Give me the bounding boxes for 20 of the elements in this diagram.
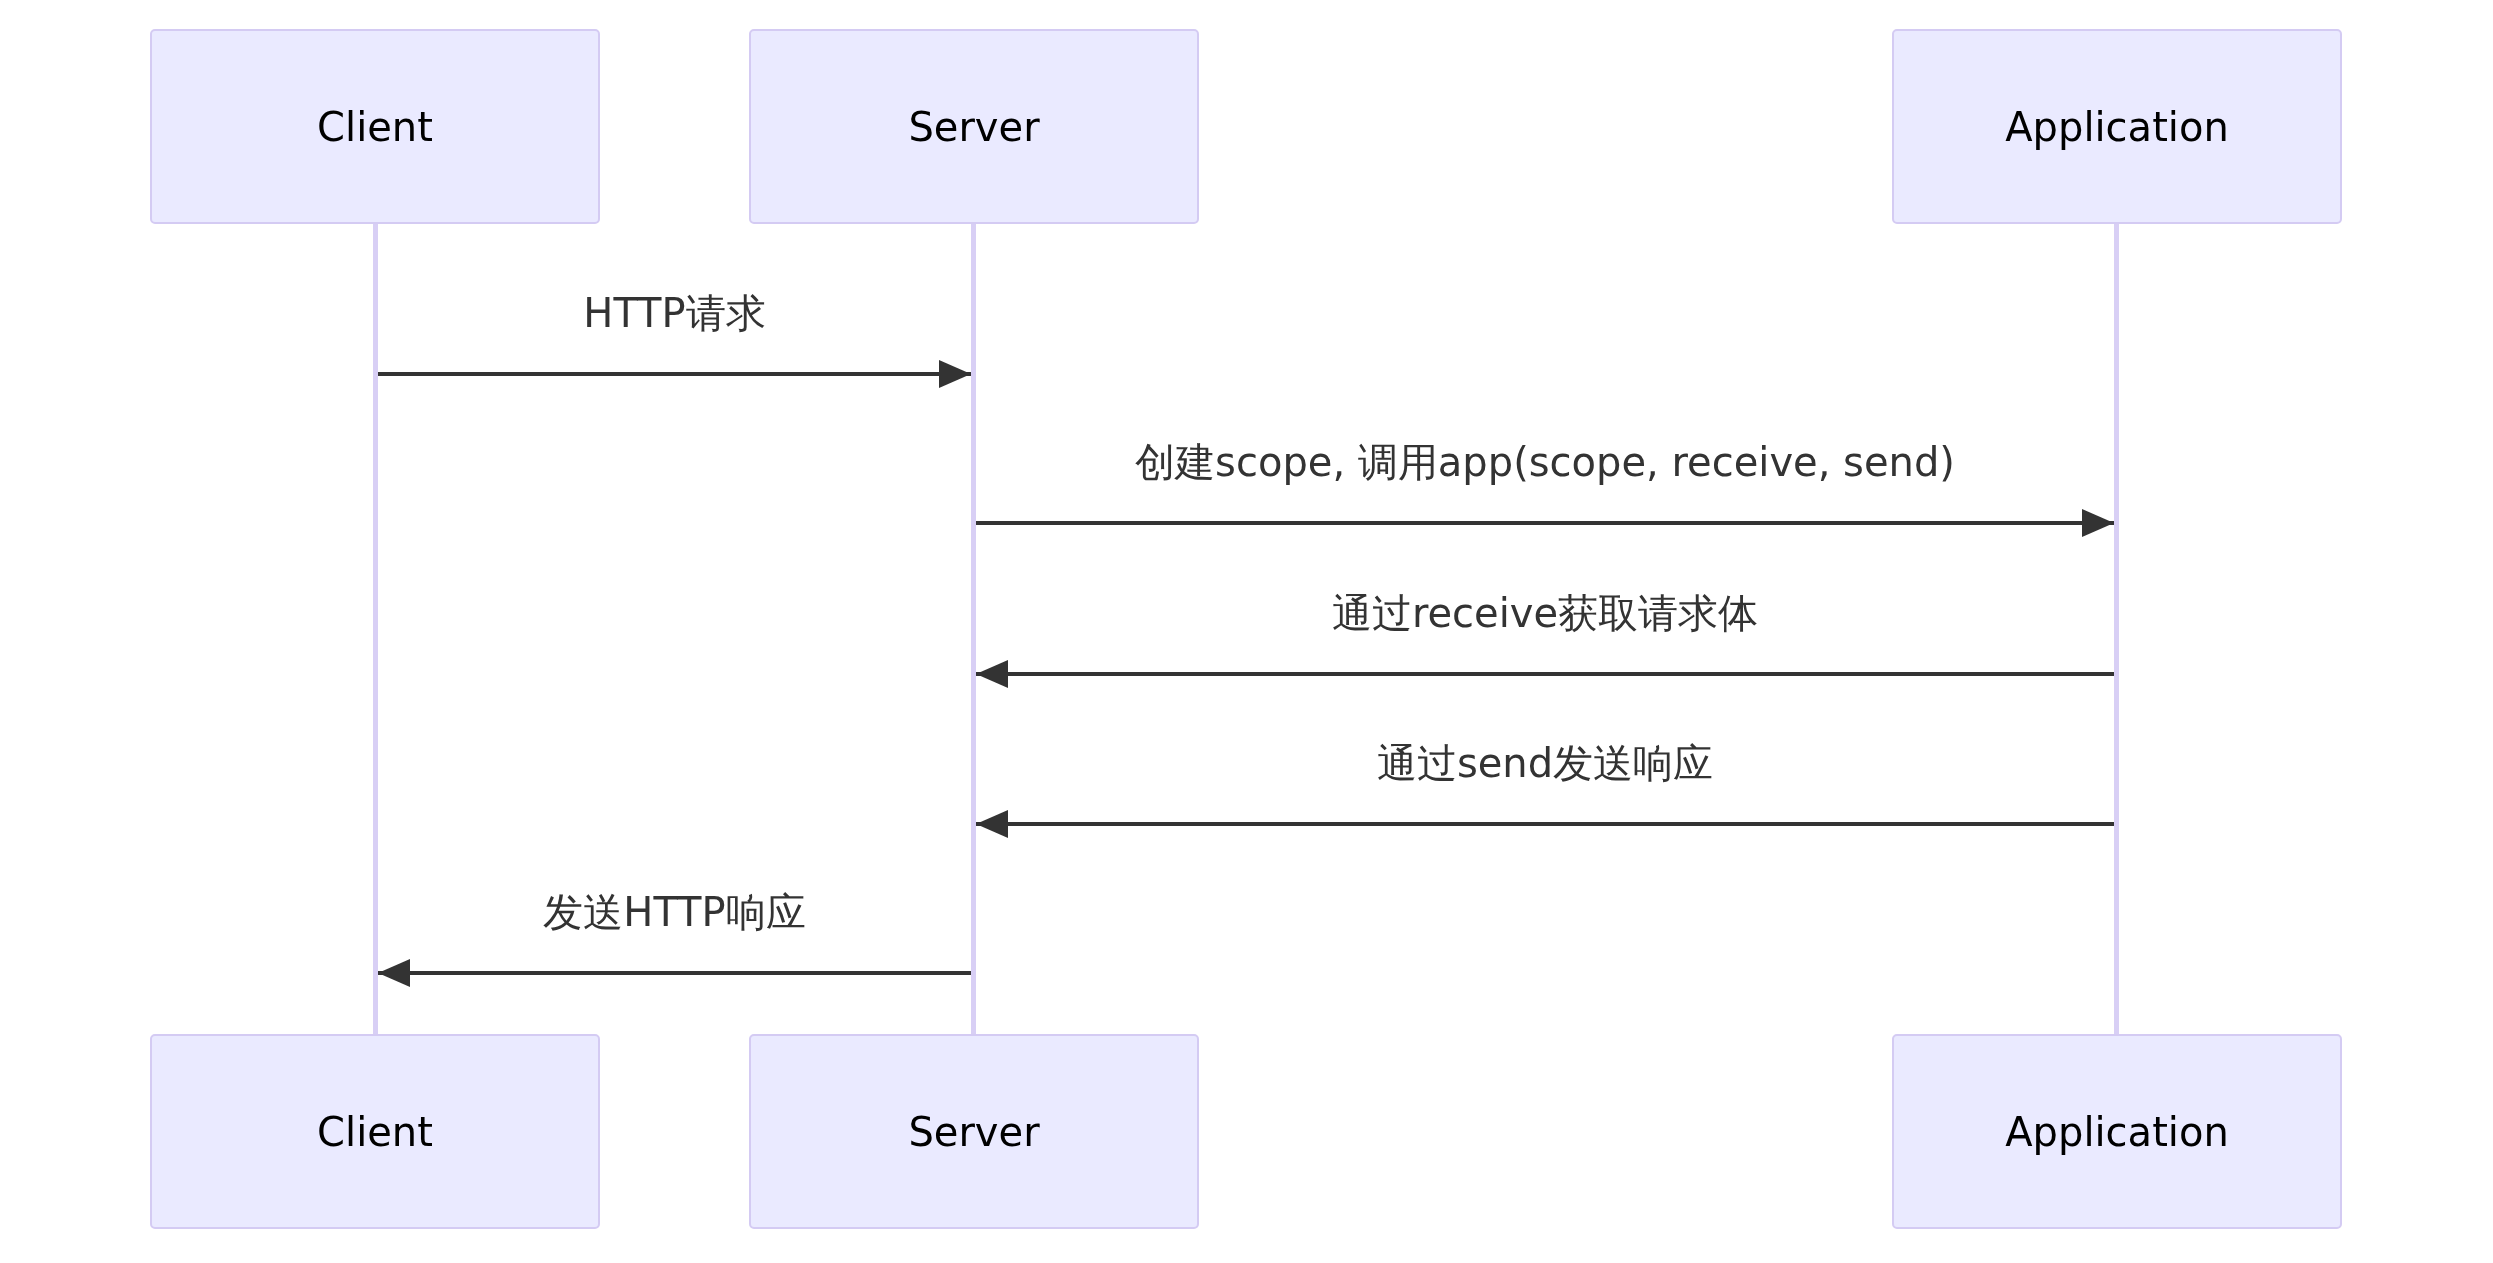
message-arrow [976,509,2114,537]
participant-box [150,1034,600,1229]
lifeline [2114,224,2119,1034]
participant-name: Client [317,1108,433,1155]
participant-box [749,1034,1199,1229]
participant-name: Server [908,103,1040,150]
message-arrow [976,660,2114,688]
participant-name: Client [317,103,433,150]
message-arrow [976,810,2114,838]
participant-box [1892,1034,2342,1229]
participant-box [749,29,1199,224]
participant-name: Application [2005,1108,2229,1155]
participant-box [150,29,600,224]
message-arrow [378,360,971,388]
participant-box [1892,29,2342,224]
message-arrow [378,959,971,987]
participant-name: Server [908,1108,1040,1155]
lifeline [971,224,976,1034]
participant-name: Application [2005,103,2229,150]
lifeline [373,224,378,1034]
